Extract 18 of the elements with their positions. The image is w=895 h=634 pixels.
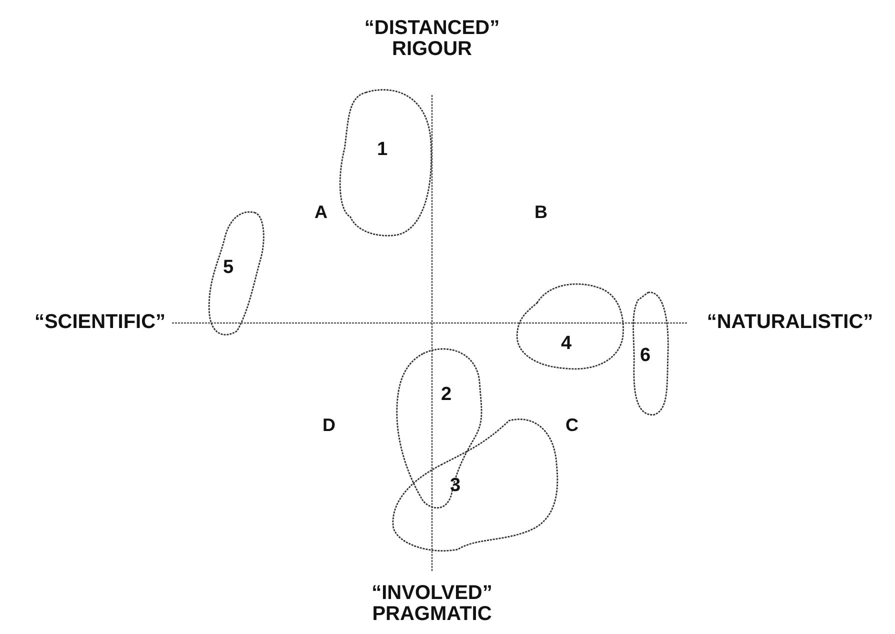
axis-label: “SCIENTIFIC” (33, 312, 167, 333)
region-number: 6 (640, 346, 651, 365)
region-number: 3 (450, 476, 461, 495)
region-number: 5 (223, 258, 234, 277)
quadrant-letter: D (322, 416, 336, 435)
quadrant-letter: B (534, 203, 548, 222)
region-number: 2 (441, 385, 452, 404)
axis-label: “DISTANCED” RIGOUR (363, 18, 501, 60)
quadrant-letter: A (314, 203, 328, 222)
region-outline (208, 210, 266, 336)
axis-label: “INVOLVED” PRAGMATIC (370, 583, 494, 625)
region-outline (337, 88, 433, 238)
quadrant-letter: C (564, 416, 580, 435)
region-number: 4 (561, 334, 572, 353)
region-outline (630, 290, 670, 416)
axis-label: “NATURALISTIC” (706, 312, 874, 333)
region-number: 1 (377, 140, 388, 159)
region-outline (390, 418, 560, 552)
